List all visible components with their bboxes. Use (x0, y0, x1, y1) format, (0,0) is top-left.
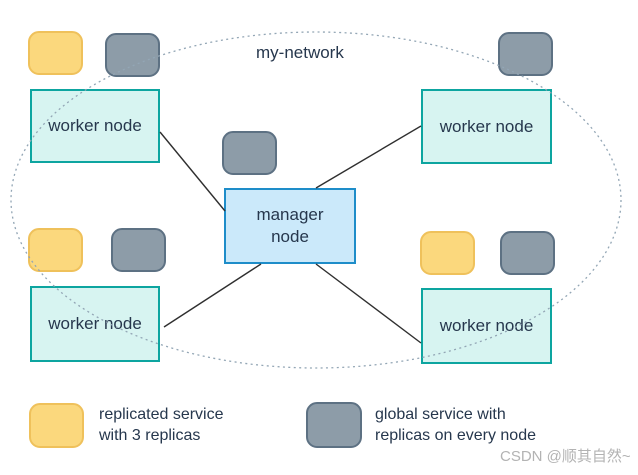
worker-node-top-left: worker node (30, 89, 160, 163)
connection-line-manager-worker-tr (315, 125, 422, 189)
connection-line-manager-worker-bl (163, 263, 262, 328)
worker-node-top-right: worker node (421, 89, 552, 164)
legend-replicated-swatch (29, 403, 84, 448)
legend-global-label: global service with replicas on every no… (375, 406, 536, 444)
global-service-icon (105, 33, 160, 77)
legend-replicated-label: replicated service with 3 replicas (99, 406, 224, 444)
global-service-icon (500, 231, 555, 275)
connection-line-manager-worker-br (315, 263, 422, 344)
legend-global-swatch (306, 402, 362, 448)
worker-node-bottom-right: worker node (421, 288, 552, 364)
watermark: CSDN @顺其自然~ (500, 448, 631, 465)
global-service-icon (498, 32, 553, 76)
global-service-icon (222, 131, 277, 175)
connection-line-manager-worker-tl (159, 131, 226, 212)
replicated-service-icon (420, 231, 475, 275)
manager-node: manager node (224, 188, 356, 264)
replicated-service-icon (28, 228, 83, 272)
global-service-icon (111, 228, 166, 272)
network-label: my-network (256, 43, 344, 62)
worker-node-bottom-left: worker node (30, 286, 160, 362)
replicated-service-icon (28, 31, 83, 75)
